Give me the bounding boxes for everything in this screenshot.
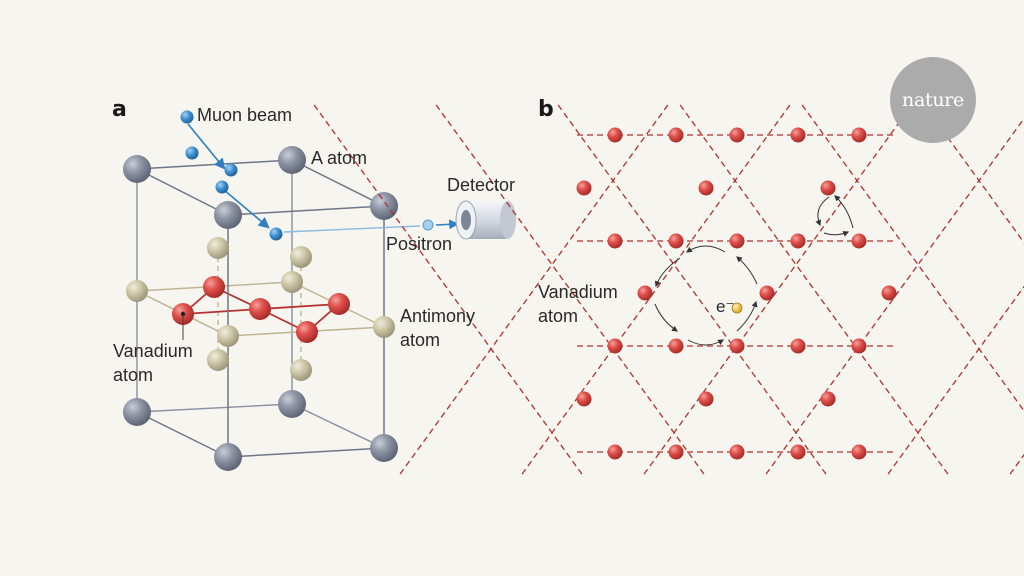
muon-particle [269, 227, 283, 241]
vanadium-atom [698, 180, 714, 196]
vanadium-atom [851, 338, 867, 354]
vanadium-atom [607, 233, 623, 249]
nature-logo-text: nature [902, 89, 964, 111]
kagome-bond [642, 104, 913, 476]
antimony-atom [207, 349, 229, 371]
cell-frame-front [136, 206, 385, 458]
kagome-bond [520, 104, 791, 476]
a-atom [123, 155, 151, 183]
positron-path [283, 219, 459, 233]
antimony-atom [281, 271, 303, 293]
vanadium-atom [759, 285, 775, 301]
vanadium-atom [668, 127, 684, 143]
electron-hopping-arrows [654, 195, 854, 346]
vanadium-atom [607, 338, 623, 354]
vanadium-atom [203, 276, 225, 298]
vanadium-atom [698, 391, 714, 407]
vanadium-atoms-a [172, 276, 350, 343]
kagome-bond [398, 104, 669, 476]
antimony-label-line1: Antimony [400, 306, 476, 326]
kagome-bond [313, 104, 584, 476]
kagome-bond [557, 104, 828, 476]
electron-label: e⁻ [716, 297, 735, 316]
positron-particle [422, 219, 434, 231]
a-atom [370, 434, 398, 462]
vanadium-atom [249, 298, 271, 320]
antimony-atom [290, 246, 312, 268]
muon-beam [180, 110, 283, 241]
vanadium-atom [328, 293, 350, 315]
muon-particle [180, 110, 194, 124]
vanadium-label-b-line1: Vanadium [538, 282, 618, 302]
antimony-atom [373, 316, 395, 338]
panel-b-letter: b [538, 97, 554, 122]
a-atom [214, 201, 242, 229]
panel-a-crystal-cell [123, 110, 516, 471]
vanadium-atom [790, 444, 806, 460]
vanadium-atom [668, 338, 684, 354]
kagome-bond [923, 104, 1024, 244]
antimony-atom [217, 325, 239, 347]
antimony-atoms [126, 237, 395, 381]
vanadium-atom [296, 321, 318, 343]
vanadium-label-b-line2: atom [538, 306, 579, 326]
kagome-bond [1008, 453, 1024, 476]
detector-icon [455, 200, 516, 240]
antimony-atom [126, 280, 148, 302]
kagome-bond [679, 104, 950, 476]
vanadium-atom [729, 338, 745, 354]
a-atom [123, 398, 151, 426]
vanadium-atom [729, 127, 745, 143]
vanadium-label-a-line1: Vanadium [113, 341, 193, 361]
muon-beam-label: Muon beam [197, 105, 293, 125]
positron-label: Positron [386, 234, 453, 254]
kagome-bond [764, 117, 1024, 476]
vanadium-atom [820, 180, 836, 196]
a-atom [370, 192, 398, 220]
vanadium-center-dot [180, 311, 186, 317]
vanadium-atom [790, 233, 806, 249]
muon-particle [224, 163, 238, 177]
vanadium-atom [851, 127, 867, 143]
panel-a-letter: a [112, 97, 127, 122]
vanadium-atom [668, 444, 684, 460]
antimony-label-line2: atom [400, 330, 441, 350]
muon-particle [215, 180, 229, 194]
panel-b-kagome-lattice [313, 104, 1024, 476]
a-atoms [123, 146, 398, 471]
electron-particle [731, 302, 743, 314]
muon-particle [185, 146, 199, 160]
vanadium-atom [820, 391, 836, 407]
detector-label: Detector [447, 175, 516, 195]
vanadium-atom [851, 444, 867, 460]
vanadium-atom [790, 127, 806, 143]
antimony-atom [290, 359, 312, 381]
vanadium-atom [576, 391, 592, 407]
vanadium-atom [668, 233, 684, 249]
nature-logo-badge: nature [890, 57, 976, 143]
antimony-atom [207, 237, 229, 259]
kagome-bond [886, 285, 1024, 476]
vanadium-atom [851, 233, 867, 249]
vanadium-atom [881, 285, 897, 301]
a-atom [278, 390, 306, 418]
vanadium-atom [637, 285, 653, 301]
vanadium-atom [729, 444, 745, 460]
a-atom-label: A atom [311, 148, 368, 168]
kagome-bond [801, 104, 1024, 412]
kagome-bond [435, 104, 706, 476]
vanadium-label-a-line2: atom [113, 365, 154, 385]
vanadium-atom [607, 127, 623, 143]
vanadium-atom [607, 444, 623, 460]
vanadium-atom [790, 338, 806, 354]
vanadium-atom [576, 180, 592, 196]
vanadium-atom [729, 233, 745, 249]
a-atom [214, 443, 242, 471]
a-atom [278, 146, 306, 174]
